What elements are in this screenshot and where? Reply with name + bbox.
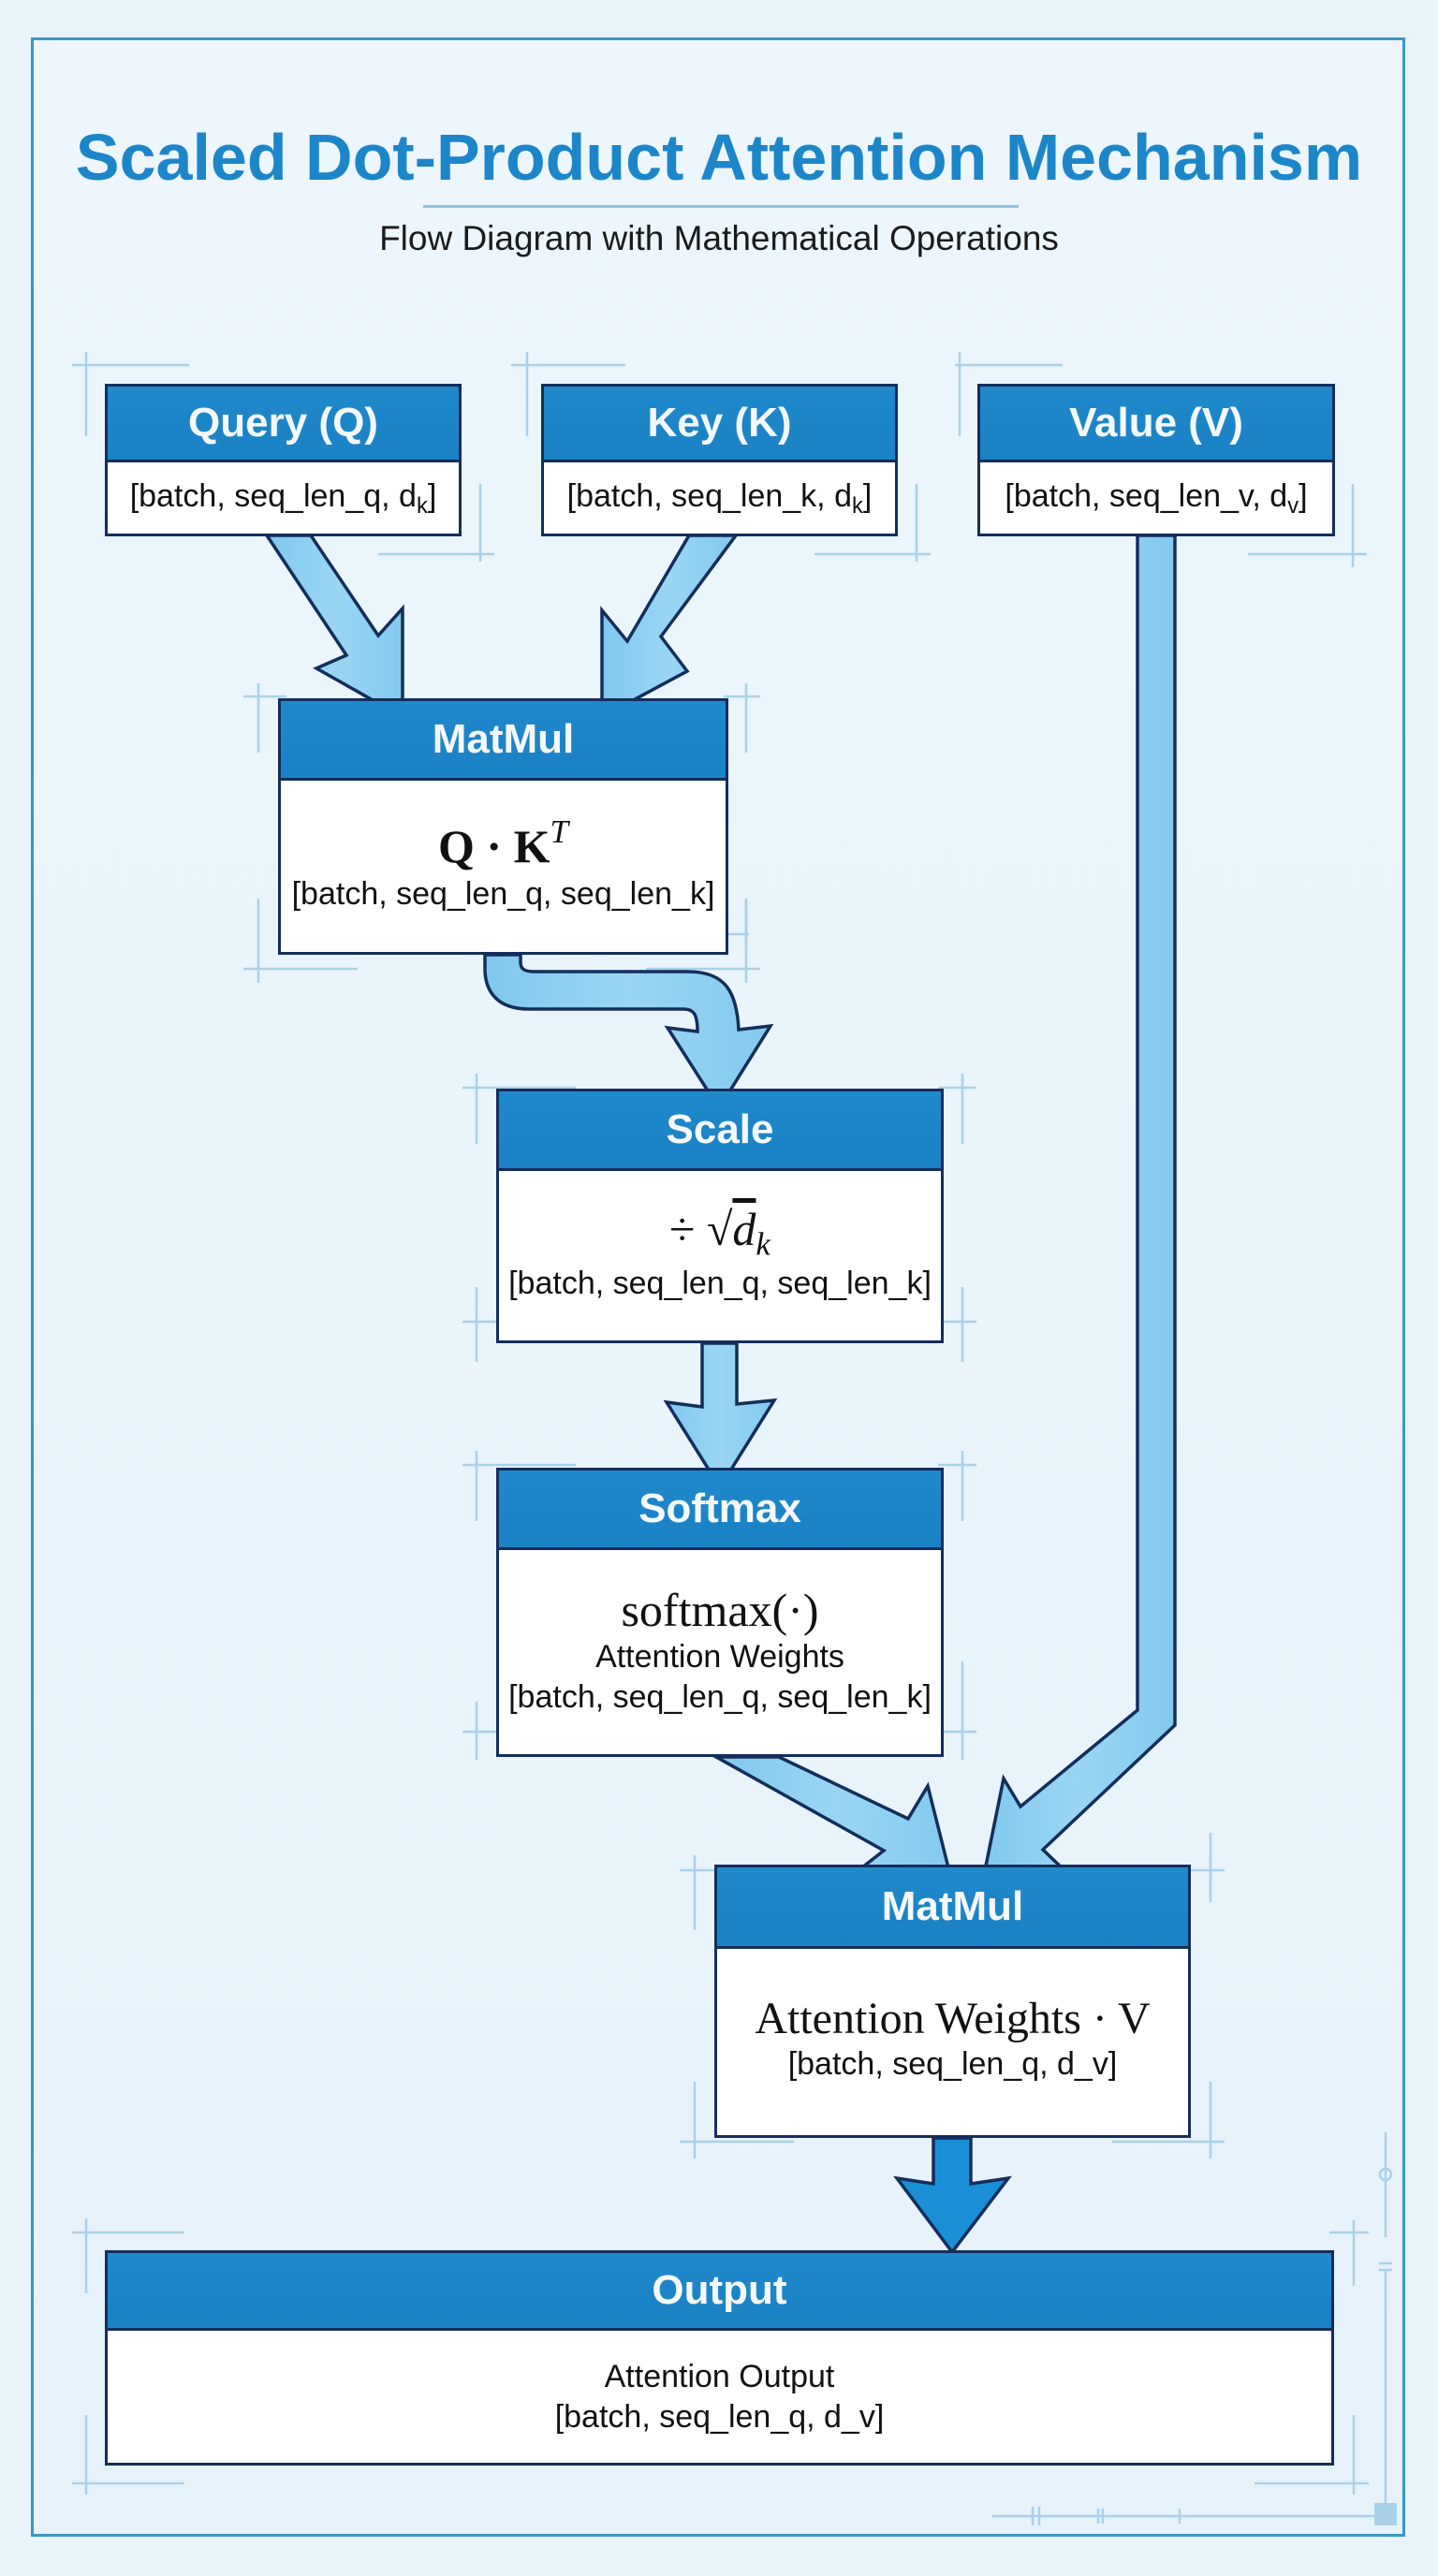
node-query-shape: [batch, seq_len_q, dk] <box>130 476 437 520</box>
page-subtitle: Flow Diagram with Mathematical Operation… <box>379 219 1059 257</box>
node-query-body: [batch, seq_len_q, dk] <box>108 462 459 534</box>
shape-subscript: k <box>416 492 428 519</box>
arrow-value-to-matmul2 <box>977 534 1177 1896</box>
node-matmul-av-title: MatMul <box>717 1867 1188 1949</box>
node-output-body: Attention Output [batch, seq_len_q, d_v] <box>108 2331 1331 2463</box>
node-matmul-qk-body: Q · KT [batch, seq_len_q, seq_len_k] <box>281 781 726 952</box>
node-output-title: Output <box>108 2253 1331 2331</box>
node-softmax-title: Softmax <box>499 1471 941 1550</box>
node-matmul-qk-shape: [batch, seq_len_q, seq_len_k] <box>291 875 715 912</box>
node-matmul-av-formula: Attention Weights · V <box>755 1993 1151 2043</box>
formula-subscript: k <box>756 1225 770 1263</box>
node-matmul-qk: MatMul Q · KT [batch, seq_len_q, seq_len… <box>278 698 728 955</box>
shape-text: [batch, seq_len_q, d <box>129 477 417 514</box>
formula-operator: ÷ √ <box>669 1202 733 1255</box>
node-output-shape: [batch, seq_len_q, d_v] <box>554 2398 885 2435</box>
arrow-matmul2-to-output <box>893 2136 1012 2255</box>
node-softmax-formula: softmax(·) <box>621 1583 819 1636</box>
page-title: Scaled Dot-Product Attention Mechanism <box>75 121 1363 194</box>
arrow-key-to-matmul <box>600 534 740 720</box>
node-query: Query (Q) [batch, seq_len_q, dk] <box>105 384 462 536</box>
shape-text: ] <box>862 477 873 514</box>
node-output-description: Attention Output <box>604 2359 835 2394</box>
node-matmul-qk-title: MatMul <box>281 701 726 781</box>
node-matmul-av-shape: [batch, seq_len_q, d_v] <box>787 2045 1118 2082</box>
node-scale-shape: [batch, seq_len_q, seq_len_k] <box>508 1265 932 1301</box>
node-matmul-qk-formula: Q · KT <box>438 813 568 874</box>
shape-text: [batch, seq_len_k, d <box>566 477 852 514</box>
node-key-body: [batch, seq_len_k, dk] <box>544 462 895 534</box>
node-softmax-shape: [batch, seq_len_q, seq_len_k] <box>508 1678 932 1715</box>
node-matmul-av: MatMul Attention Weights · V [batch, seq… <box>714 1865 1191 2138</box>
node-value: Value (V) [batch, seq_len_v, dv] <box>977 384 1335 536</box>
formula-superscript: T <box>550 813 568 850</box>
shape-text: [batch, seq_len_v, d <box>1005 477 1288 514</box>
ruler-circle <box>1378 2167 1393 2182</box>
shape-subscript: v <box>1287 492 1299 519</box>
node-output: Output Attention Output [batch, seq_len_… <box>105 2250 1334 2466</box>
node-value-title: Value (V) <box>980 387 1332 462</box>
shape-text: ] <box>427 477 437 514</box>
arrow-softmax-to-matmul2 <box>710 1755 958 1896</box>
node-key-shape: [batch, seq_len_k, dk] <box>567 476 873 520</box>
node-scale-body: ÷ √dk [batch, seq_len_q, seq_len_k] <box>499 1171 941 1340</box>
node-value-shape: [batch, seq_len_v, dv] <box>1005 476 1307 520</box>
node-softmax-body: softmax(·) Attention Weights [batch, seq… <box>499 1550 941 1754</box>
arrow-scale-to-softmax <box>663 1341 778 1491</box>
node-softmax-description: Attention Weights <box>595 1639 844 1676</box>
node-key-title: Key (K) <box>544 387 895 462</box>
arrow-matmul-to-scale <box>483 953 774 1112</box>
shape-subscript: k <box>851 492 863 519</box>
node-key: Key (K) [batch, seq_len_k, dk] <box>541 384 898 536</box>
node-softmax: Softmax softmax(·) Attention Weights [ba… <box>496 1468 944 1757</box>
node-scale: Scale ÷ √dk [batch, seq_len_q, seq_len_k… <box>496 1089 944 1343</box>
formula-variable: d <box>732 1202 756 1255</box>
node-query-title: Query (Q) <box>108 387 459 462</box>
formula-text: Q · K <box>438 820 550 872</box>
node-value-body: [batch, seq_len_v, dv] <box>980 462 1332 534</box>
title-divider <box>423 205 1019 208</box>
node-scale-formula: ÷ √dk <box>669 1203 770 1264</box>
arrow-query-to-matmul <box>263 534 404 720</box>
shape-text: ] <box>1299 477 1308 514</box>
node-matmul-av-body: Attention Weights · V [batch, seq_len_q,… <box>717 1949 1188 2135</box>
node-scale-title: Scale <box>499 1091 941 1171</box>
ruler-square <box>1374 2503 1397 2525</box>
